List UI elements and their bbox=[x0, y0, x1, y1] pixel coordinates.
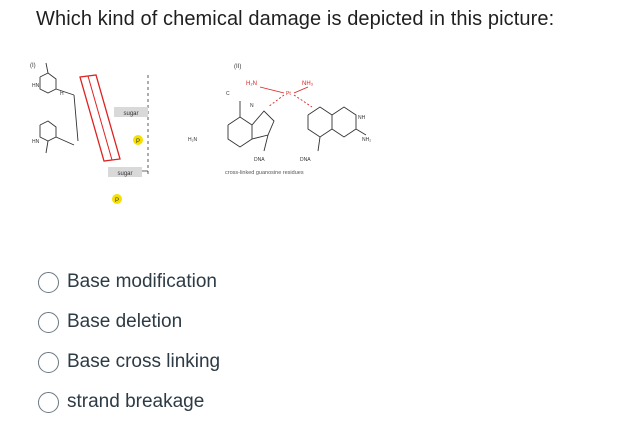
n-label: N bbox=[250, 103, 254, 109]
phosphate-bottom bbox=[112, 194, 122, 204]
answer-label: Base modification bbox=[67, 271, 217, 292]
platinum-bonds bbox=[259, 86, 313, 108]
sugar-box-top bbox=[114, 107, 148, 117]
chemical-damage-diagram: (I) HN HN H sugar sugar P P bbox=[30, 62, 371, 204]
answer-option[interactable]: Base deletion bbox=[38, 302, 220, 342]
phosphate-label-bottom: P bbox=[115, 198, 119, 204]
radio-button[interactable] bbox=[38, 391, 59, 413]
h-label: H bbox=[60, 91, 64, 97]
answer-options: Base modification Base deletion Base cro… bbox=[38, 262, 220, 422]
phosphate-top bbox=[133, 135, 143, 145]
h2n-amine-label: H₂N bbox=[188, 137, 198, 143]
answer-option[interactable]: strand breakage bbox=[38, 382, 220, 422]
sugar-label-top: sugar bbox=[123, 111, 138, 117]
cyclobutane-bond bbox=[87, 75, 113, 161]
answer-option[interactable]: Base cross linking bbox=[38, 342, 220, 382]
question-text: Which kind of chemical damage is depicte… bbox=[36, 8, 555, 30]
figure-caption: cross-linked guanosine residues bbox=[225, 170, 304, 176]
answer-label: Base cross linking bbox=[67, 351, 221, 372]
pt-label: Pt bbox=[286, 91, 291, 97]
thymine-dimer-rings bbox=[39, 62, 79, 154]
nh2-label: NH₂ bbox=[362, 137, 371, 143]
panel-i-label: (I) bbox=[30, 63, 36, 69]
panel-ii-label: (II) bbox=[234, 64, 241, 70]
nh3-label: NH₃ bbox=[302, 81, 314, 87]
nh-label: NH bbox=[358, 115, 366, 121]
answer-label: strand breakage bbox=[67, 391, 205, 412]
sugar-box-bottom bbox=[108, 167, 142, 177]
dna-label-right: DNA bbox=[300, 157, 311, 163]
answer-label: Base deletion bbox=[67, 311, 183, 332]
answer-option[interactable]: Base modification bbox=[38, 262, 220, 302]
phosphate-label-top: P bbox=[136, 139, 140, 145]
dna-label-left: DNA bbox=[254, 157, 265, 163]
c-label: C bbox=[226, 91, 230, 97]
cyclobutane-ring bbox=[79, 74, 121, 162]
radio-button[interactable] bbox=[38, 351, 59, 373]
hn-top-label: HN bbox=[32, 83, 40, 89]
question-figure: (I) HN HN H sugar sugar P P bbox=[28, 55, 378, 215]
radio-button[interactable] bbox=[38, 311, 59, 333]
h2n-label: H₂N bbox=[246, 81, 257, 87]
sugar-label-bottom: sugar bbox=[117, 171, 132, 177]
radio-button[interactable] bbox=[38, 271, 59, 293]
guanine-rings bbox=[227, 101, 367, 152]
hn-bottom-label: HN bbox=[32, 139, 40, 145]
